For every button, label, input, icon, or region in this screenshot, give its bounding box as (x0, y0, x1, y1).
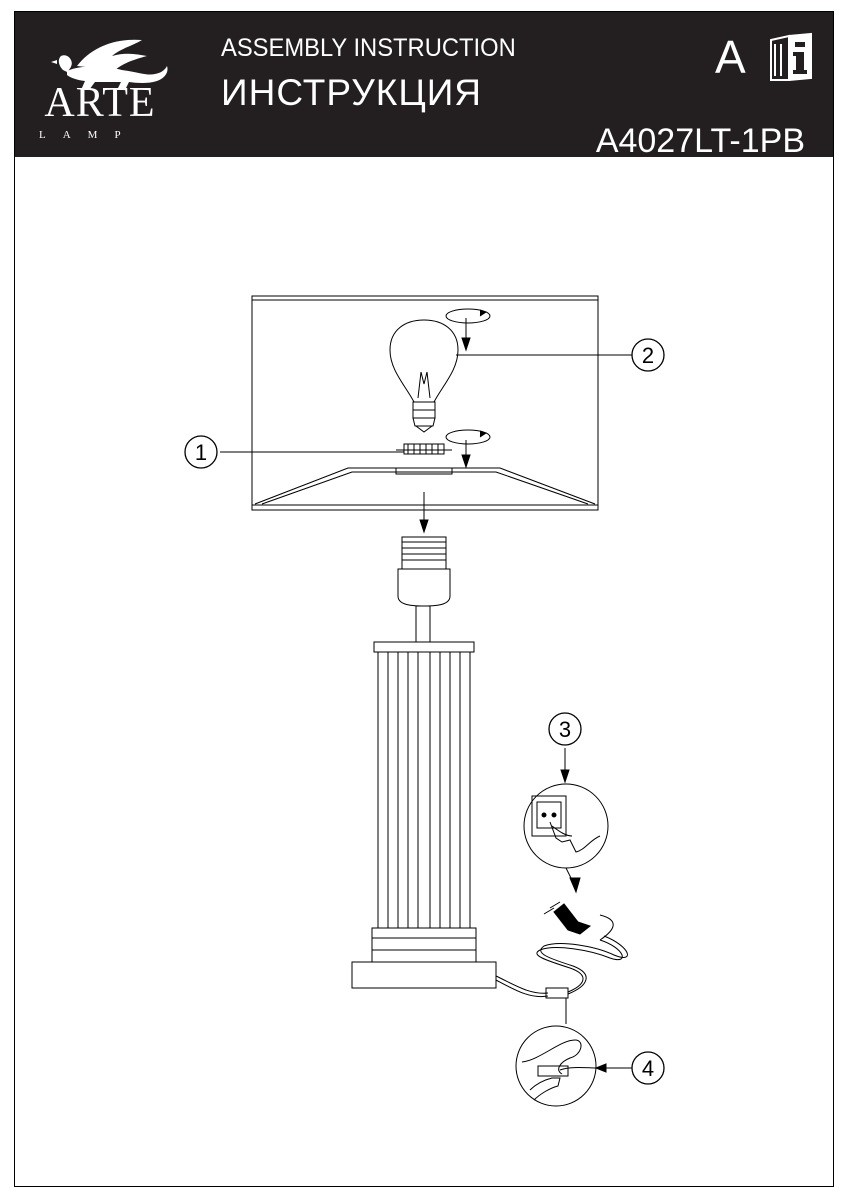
lamp-body-column (351, 641, 497, 989)
wall-outlet-inset (523, 783, 609, 869)
rotate-arrow-icon (445, 429, 491, 469)
title-russian: ИНСТРУКЦИЯ (221, 72, 483, 113)
header-bar: ARTE LAMP ASSEMBLY INSTRUCTION ИНСТРУКЦИ… (15, 12, 833, 160)
title-english: ASSEMBLY INSTRUCTION (221, 34, 516, 62)
power-cable (495, 901, 628, 999)
switch-inset (515, 1025, 597, 1107)
callout-1-label: 1 (195, 440, 207, 465)
callout-2-label: 2 (642, 343, 654, 368)
callout-1-circle (184, 435, 218, 469)
callout-4-circle (631, 1051, 665, 1085)
callout-3-label: 3 (559, 717, 571, 742)
brand-subtitle: LAMP (39, 129, 138, 141)
model-number: A4027LT-1PB (595, 122, 805, 160)
callout-2-circle (631, 338, 665, 372)
lamp-socket (397, 536, 451, 643)
griffin-logo-icon (51, 39, 168, 90)
brand-name: ARTE (44, 80, 156, 126)
rotate-arrow-icon (445, 308, 491, 352)
ring-nut (396, 443, 452, 455)
callout-4-label: 4 (642, 1056, 654, 1081)
lamp-shade (251, 295, 599, 511)
section-letter: A (715, 31, 746, 83)
callout-3-circle (548, 712, 582, 746)
instruction-book-icon (770, 32, 812, 81)
light-bulb-icon (389, 319, 459, 433)
page-frame (14, 11, 834, 1187)
